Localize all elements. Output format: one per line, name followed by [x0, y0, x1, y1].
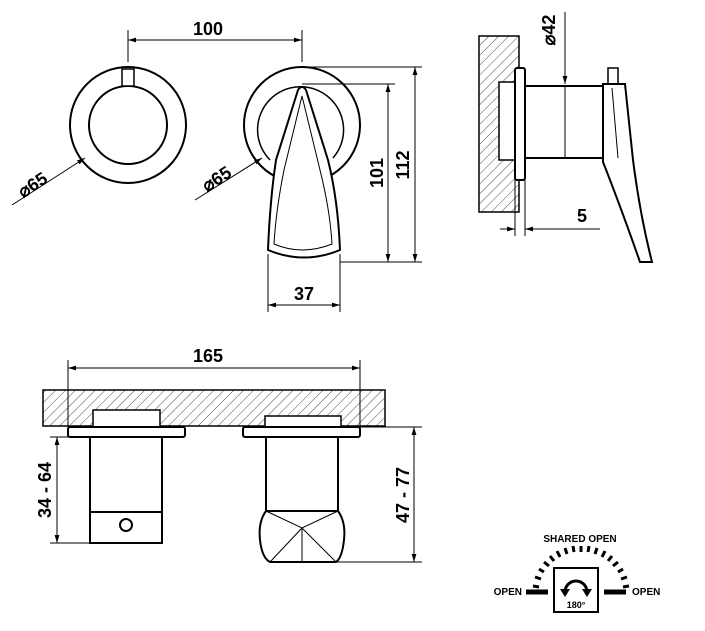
rotation-arrow-icon: [563, 579, 589, 593]
dimension-lever-plate-diameter: ⌀65: [194, 157, 263, 201]
dimension-112-label: 112: [393, 150, 413, 179]
dimension-5-label: 5: [577, 206, 587, 226]
side-view-flange: [514, 67, 526, 181]
rotation-arc-dashes: [532, 545, 630, 589]
dimension-101: 101: [302, 83, 395, 263]
side-view-lever: [602, 83, 654, 263]
dimension-112: 112: [302, 66, 422, 263]
svg-text:⌀65: ⌀65: [198, 162, 235, 196]
dimension-101-label: 101: [367, 158, 387, 188]
front-view-lever: [243, 66, 361, 259]
plan-view: [42, 389, 386, 563]
body-diameter-label: 42: [539, 15, 559, 35]
dimension-37: 37: [267, 254, 341, 312]
plan-right-body: [265, 436, 339, 512]
lever-handle-outline: [266, 86, 342, 259]
dimension-34-64-label: 34 - 64: [35, 462, 55, 518]
rotation-angle-label: 180°: [567, 600, 586, 610]
svg-text:⌀42: ⌀42: [539, 15, 559, 46]
dimension-100-label: 100: [193, 19, 223, 39]
knob-inner-ring: [88, 85, 168, 165]
dimension-100: 100: [127, 19, 303, 62]
open-right-label: OPEN: [632, 587, 660, 598]
front-view-knob: [69, 66, 187, 184]
dimension-knob-diameter: ⌀65: [11, 157, 86, 206]
lever-handle-facet: [273, 95, 333, 251]
knob-indicator-tab: [121, 68, 135, 87]
dimension-body-diameter: ⌀42: [539, 12, 568, 84]
knob-outer-ring: [69, 66, 187, 184]
shared-open-label: SHARED OPEN: [543, 534, 616, 545]
side-view-body: [524, 85, 604, 159]
dimension-165-label: 165: [193, 346, 223, 366]
dimension-34-64: 34 - 64: [35, 436, 90, 544]
plan-right-flange: [242, 426, 361, 438]
open-left-label: OPEN: [494, 587, 522, 598]
dimension-47-77: 47 - 77: [336, 426, 422, 563]
rotation-legend: 180° SHARED OPEN OPEN OPEN: [494, 534, 660, 613]
dimension-5: 5: [500, 180, 600, 236]
side-view: [478, 35, 654, 263]
lever-plate-inner: [256, 86, 345, 161]
plan-left-indicator: [119, 518, 133, 532]
svg-text:⌀65: ⌀65: [14, 168, 51, 202]
dimension-37-label: 37: [294, 284, 314, 304]
plan-right-body-in-wall: [264, 415, 342, 428]
dimension-47-77-label: 47 - 77: [393, 467, 413, 523]
plan-left-flange: [67, 426, 186, 438]
plan-left-body-in-wall: [92, 409, 161, 428]
dimension-165: 165: [67, 346, 361, 427]
diameter-symbol: ⌀: [539, 34, 559, 45]
